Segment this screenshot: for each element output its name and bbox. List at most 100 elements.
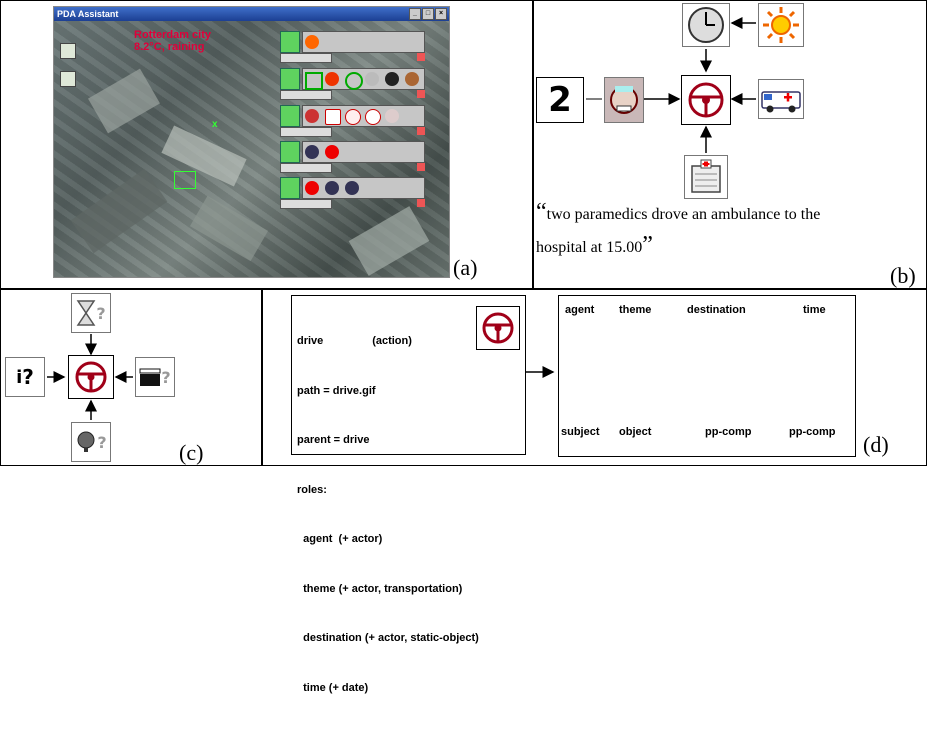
- pda-window: PDA Assistant _ □ × Rotterdam city 8.2°C…: [53, 6, 450, 278]
- user-icon[interactable]: [60, 43, 76, 59]
- message-bar: [302, 141, 425, 163]
- square-icon: [305, 72, 323, 90]
- number-two-icon: 2: [536, 77, 584, 123]
- paramedic-icon: [385, 109, 399, 123]
- syntax-label: subject: [561, 426, 600, 438]
- number-two-glyph: 2: [548, 80, 572, 120]
- syntax-label: object: [619, 426, 652, 438]
- message-bar: [302, 105, 425, 127]
- location-button[interactable]: [280, 177, 300, 199]
- syntax-label: pp-comp: [789, 426, 836, 438]
- maximize-button[interactable]: □: [422, 8, 434, 20]
- frame-line: destination (+ actor, static-object): [297, 632, 479, 644]
- victim-icon: [305, 109, 319, 123]
- explosion-icon: [305, 35, 319, 49]
- frame-line: theme (+ actor, transportation): [297, 582, 463, 595]
- steering-wheel-icon: [476, 306, 520, 350]
- location-button[interactable]: [280, 141, 300, 163]
- question-mark: ?: [96, 303, 106, 323]
- cloud-icon: [365, 72, 379, 86]
- role-label: agent: [565, 304, 595, 316]
- sun-icon: [758, 3, 804, 47]
- location-button[interactable]: [280, 68, 300, 90]
- location-button[interactable]: [280, 105, 300, 127]
- skull-icon: [385, 72, 399, 86]
- person-question-icon: i ?: [5, 357, 45, 397]
- message-4[interactable]: [280, 141, 425, 175]
- circle-icon: [345, 72, 363, 90]
- message-bar: [302, 177, 425, 199]
- marker-x: x: [212, 119, 218, 130]
- window-titlebar: PDA Assistant _ □ ×: [54, 7, 449, 21]
- weather-text: 8.2°C, raining: [134, 41, 205, 53]
- panel-b: 2 “two paramedics drove an ambulance to …: [533, 0, 927, 289]
- dismiss-button[interactable]: [417, 163, 425, 171]
- message-nav[interactable]: [280, 199, 332, 209]
- no-entry-icon: [305, 181, 319, 195]
- radio-icon[interactable]: [60, 71, 76, 87]
- message-2[interactable]: [280, 68, 425, 102]
- panel-label: (c): [179, 440, 204, 465]
- message-bar: [302, 68, 425, 90]
- frame-line: parent = drive: [297, 434, 370, 446]
- message-5[interactable]: [280, 177, 425, 211]
- message-3[interactable]: [280, 105, 425, 139]
- globe-question-icon: ?: [71, 422, 111, 462]
- caption-open-quote: “: [536, 199, 547, 225]
- frame-line: time (+ date): [297, 681, 369, 694]
- satellite-map[interactable]: Rotterdam city 8.2°C, raining x: [54, 21, 449, 277]
- syntax-label: pp-comp: [705, 426, 752, 438]
- caption-line-1: two paramedics drove an ambulance to the: [546, 206, 821, 223]
- location-button[interactable]: [280, 31, 300, 53]
- fire-icon: [325, 72, 339, 86]
- message-1[interactable]: [280, 31, 425, 65]
- paramedic-icon: [604, 77, 644, 123]
- dismiss-button[interactable]: [417, 90, 425, 98]
- steering-wheel-icon: [681, 75, 731, 125]
- person-icon: [405, 72, 419, 86]
- frame-line: agent (+ actor): [297, 533, 383, 545]
- frame-line: roles:: [297, 483, 327, 496]
- message-bar: [302, 31, 425, 53]
- message-nav[interactable]: [280, 127, 332, 137]
- panel-c: ? i ? ? ? (c): [0, 289, 262, 466]
- clapperboard-question-icon: ?: [135, 357, 175, 397]
- window-title: PDA Assistant: [57, 9, 119, 19]
- message-nav[interactable]: [280, 53, 332, 63]
- role-label: theme: [619, 304, 652, 316]
- police-icon: [325, 181, 339, 195]
- role-mapping-box: agent theme destination time subject obj…: [558, 295, 856, 457]
- query-diagram: [47, 334, 133, 420]
- ambulance-icon: [325, 109, 341, 125]
- event-diagram: [586, 17, 756, 153]
- panel-label: (a): [453, 255, 478, 280]
- city-name: Rotterdam city: [134, 29, 212, 41]
- ambulance-icon: [758, 79, 804, 119]
- frame-definition-box: drive (action) path = drive.gif parent =…: [291, 295, 526, 694]
- dismiss-button[interactable]: [417, 53, 425, 61]
- police-icon: [345, 181, 359, 195]
- frame-line: drive (action): [297, 335, 412, 347]
- message-nav[interactable]: [280, 163, 332, 173]
- frame-line: path = drive.gif: [297, 384, 376, 397]
- question-mark: ?: [22, 365, 34, 389]
- caption-line-2: hospital at 15.00: [536, 239, 643, 256]
- panel-label: (b): [890, 263, 916, 288]
- clock-icon: [682, 3, 730, 47]
- panel-a: PDA Assistant _ □ × Rotterdam city 8.2°C…: [0, 0, 533, 289]
- event-caption: “two paramedics drove an ambulance to th…: [536, 197, 926, 263]
- close-button[interactable]: ×: [435, 8, 447, 20]
- question-mark: ?: [97, 432, 107, 452]
- panel-label: (d): [863, 432, 889, 457]
- medic-icon: [345, 109, 361, 125]
- hospital-icon: [684, 155, 728, 199]
- eye-icon: [365, 109, 381, 125]
- steering-wheel-icon: [68, 355, 114, 399]
- location-marker[interactable]: [174, 171, 196, 189]
- message-nav[interactable]: [280, 90, 332, 100]
- city-weather: Rotterdam city 8.2°C, raining: [134, 29, 211, 53]
- dismiss-button[interactable]: [417, 127, 425, 135]
- minimize-button[interactable]: _: [409, 8, 421, 20]
- dismiss-button[interactable]: [417, 199, 425, 207]
- panel-d: drive (action) path = drive.gif parent =…: [262, 289, 927, 694]
